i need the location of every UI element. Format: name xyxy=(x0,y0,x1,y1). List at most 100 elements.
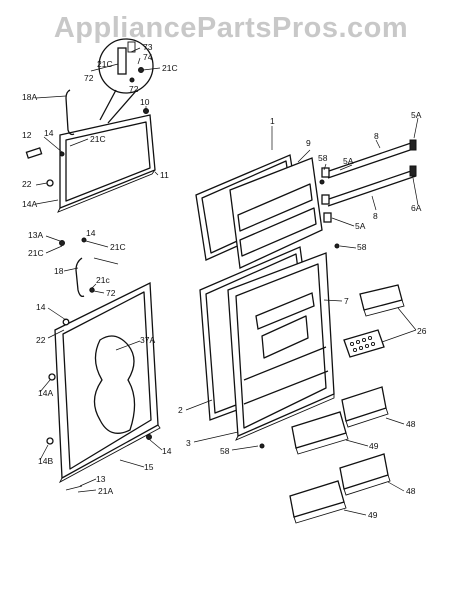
callout-2: 2 xyxy=(178,405,183,415)
door-bin-49-b-front xyxy=(293,501,347,524)
fresh-food-door-group xyxy=(46,257,161,491)
callout-26: 26 xyxy=(417,326,427,336)
callout-58-c: 58 xyxy=(220,446,230,456)
lower-door-stop-a xyxy=(48,373,56,381)
callout-22-a: 22 xyxy=(22,179,32,189)
door-bin-48-a-front xyxy=(345,407,389,428)
shelf-bar-8-b xyxy=(325,169,417,207)
watermark: AppliancePartsPros.com xyxy=(53,12,409,44)
callout-21a: 21A xyxy=(98,486,113,496)
callout-74: 74 xyxy=(143,52,153,62)
callout-8-a: 8 xyxy=(374,131,379,141)
inset-hinge-bracket xyxy=(117,47,127,75)
butter-bin-front xyxy=(363,299,405,317)
callout-5a-b: 5A xyxy=(343,156,354,166)
hinge-center xyxy=(59,240,65,246)
freezer-handle xyxy=(65,89,75,136)
callout-72-inset-a: 72 xyxy=(84,73,94,83)
bottom-hinge xyxy=(146,434,152,440)
callout-14-a: 14 xyxy=(44,128,54,138)
callout-8-b: 8 xyxy=(373,211,378,221)
liner-screw-bottom xyxy=(259,443,265,449)
freezer-door-edge xyxy=(57,169,156,213)
callout-37a: 37A xyxy=(140,335,155,345)
shelf-bar-8-a xyxy=(325,141,417,179)
callout-14-c: 14 xyxy=(36,302,46,312)
liner-screw-58 xyxy=(334,243,340,249)
callout-5a-c: 5A xyxy=(355,221,366,231)
egg-tray xyxy=(343,329,385,358)
fresh-food-handle xyxy=(75,257,85,298)
callout-49-b: 49 xyxy=(368,510,378,520)
lower-hinge-screw xyxy=(89,287,95,293)
callout-58-a: 58 xyxy=(318,153,328,163)
callout-14-d: 14 xyxy=(162,446,172,456)
callout-18a: 18A xyxy=(22,92,37,102)
inset-circle xyxy=(98,38,154,94)
callout-18: 18 xyxy=(54,266,64,276)
freezer-screw xyxy=(59,151,65,157)
liner-shelf-compartment xyxy=(261,315,309,359)
egg-tray-group xyxy=(343,284,405,358)
callout-48-b: 48 xyxy=(406,486,416,496)
callout-7: 7 xyxy=(344,296,349,306)
butter-bin xyxy=(359,284,403,311)
callout-10: 10 xyxy=(140,97,150,107)
callout-11: 11 xyxy=(160,170,169,180)
callout-5a-a: 5A xyxy=(411,110,422,120)
bar-end-cap-a xyxy=(409,139,417,151)
callout-22-b: 22 xyxy=(36,335,46,345)
freezer-liner-shelf-b xyxy=(239,207,317,257)
bar-end-cap-d xyxy=(321,194,330,205)
egg-tray-cups xyxy=(349,335,376,353)
freezer-door-liner xyxy=(229,157,323,269)
liner-edge xyxy=(235,394,335,441)
liner-shelf-lines xyxy=(243,346,329,405)
freezer-door-gasket xyxy=(65,121,151,202)
inset-screw-b xyxy=(129,77,135,83)
callout-21c-d: 21c xyxy=(96,275,110,285)
inset-pointer xyxy=(99,89,137,124)
bottom-hinge-pin xyxy=(65,485,83,491)
fresh-food-door xyxy=(54,281,159,480)
freezer-door-group xyxy=(25,89,156,246)
liner-dairy-shelf xyxy=(255,292,315,330)
door-bins xyxy=(289,386,391,524)
callout-1: 1 xyxy=(270,116,275,126)
callout-15: 15 xyxy=(144,462,154,472)
callout-21c-inset-a: 21C xyxy=(97,59,113,69)
freezer-door xyxy=(59,114,156,209)
fresh-food-liner-group xyxy=(199,246,335,449)
callout-72-inset-b: 72 xyxy=(129,84,139,94)
door-bin-49-b xyxy=(289,480,345,518)
door-bin-49-a xyxy=(291,411,347,449)
callout-48-a: 48 xyxy=(406,419,416,429)
fresh-food-door-edge xyxy=(58,424,161,484)
freezer-liner-shelf-a xyxy=(237,183,313,232)
callout-73: 73 xyxy=(143,42,153,52)
trim-piece xyxy=(25,147,43,159)
door-liner-37a xyxy=(93,335,136,434)
callout-49-a: 49 xyxy=(369,441,379,451)
hinge-screw-a xyxy=(81,237,87,243)
callout-72: 72 xyxy=(106,288,116,298)
bar-end-cap-c xyxy=(321,167,330,178)
lower-door-screw xyxy=(62,318,70,326)
callout-13a: 13A xyxy=(28,230,43,240)
callout-labels: 73 74 21C 21C 72 72 18A 10 12 14 21C 22 … xyxy=(22,42,427,520)
door-bin-48-b-front xyxy=(343,474,391,496)
door-bin-49-a-front xyxy=(295,432,349,455)
bar-end-cap-e xyxy=(323,212,332,223)
callout-14-b: 14 xyxy=(86,228,96,238)
callout-6a: 6A xyxy=(411,203,422,213)
lower-door-stop-b xyxy=(46,437,54,445)
freezer-stop xyxy=(46,179,54,187)
door-bin-48-a xyxy=(341,386,387,422)
bar-end-cap-b xyxy=(409,165,417,177)
callout-21c-inset-b: 21C xyxy=(162,63,178,73)
leader-lines xyxy=(35,47,419,516)
callout-58-b: 58 xyxy=(357,242,367,252)
callout-9: 9 xyxy=(306,138,311,148)
